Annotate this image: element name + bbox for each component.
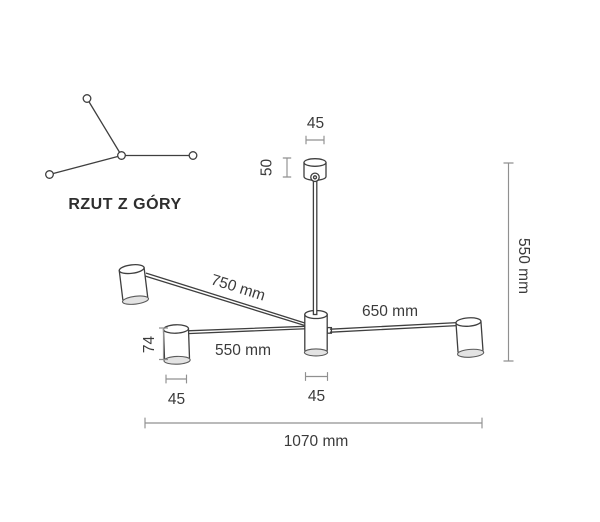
dim-arm-short-label: 550 mm bbox=[215, 342, 271, 359]
lamp-trim-ring bbox=[121, 295, 150, 305]
top-view-node bbox=[82, 94, 92, 103]
top-view-arm-line-left bbox=[48, 154, 123, 176]
dim-canopy-width: 45 bbox=[305, 115, 325, 145]
dim-hub-width-label: 45 bbox=[308, 388, 325, 405]
top-view-diagram: RZUT Z GÓRY bbox=[45, 94, 198, 213]
center-hub bbox=[303, 309, 329, 357]
arm-550 bbox=[186, 325, 310, 335]
top-view-node bbox=[45, 170, 54, 179]
lamp-head-left-bottom bbox=[162, 324, 191, 365]
dim-drop-height-label: 550 mm bbox=[515, 238, 532, 294]
lamp-head-right bbox=[455, 317, 485, 358]
dim-arm-long-label: 750 mm bbox=[209, 271, 268, 304]
lamp-trim-ring bbox=[163, 355, 191, 365]
canopy-rod-joint bbox=[310, 172, 320, 183]
lamp-trim-ring bbox=[457, 348, 485, 358]
dim-arm-right-label: 650 mm bbox=[362, 303, 418, 320]
arm-750 bbox=[145, 272, 310, 328]
top-view-center-node bbox=[117, 151, 126, 160]
dim-canopy-height-label: 50 bbox=[259, 159, 276, 177]
ceiling-canopy bbox=[303, 158, 327, 183]
lamp-head-left-top bbox=[118, 264, 150, 305]
dim-head-width: 45 bbox=[165, 374, 188, 408]
dim-total-width-label: 1070 mm bbox=[284, 433, 349, 450]
arm-650 bbox=[326, 321, 458, 334]
dim-head-width-label: 45 bbox=[168, 391, 185, 408]
suspension-rod bbox=[312, 179, 318, 316]
top-view-label: RZUT Z GÓRY bbox=[68, 194, 181, 213]
dim-total-width: 1070 mm bbox=[144, 417, 483, 450]
hub-bottom-ring bbox=[303, 348, 329, 357]
dim-canopy-height: 50 bbox=[259, 157, 292, 178]
dim-head-height: 74 bbox=[141, 327, 168, 361]
dim-hub-width: 45 bbox=[304, 372, 329, 405]
dim-head-height-label: 74 bbox=[141, 336, 158, 354]
dim-canopy-width-label: 45 bbox=[307, 115, 324, 132]
dim-drop-height: 550 mm bbox=[503, 162, 532, 362]
top-view-arm-line-up bbox=[86, 97, 123, 157]
top-view-node bbox=[188, 151, 198, 160]
